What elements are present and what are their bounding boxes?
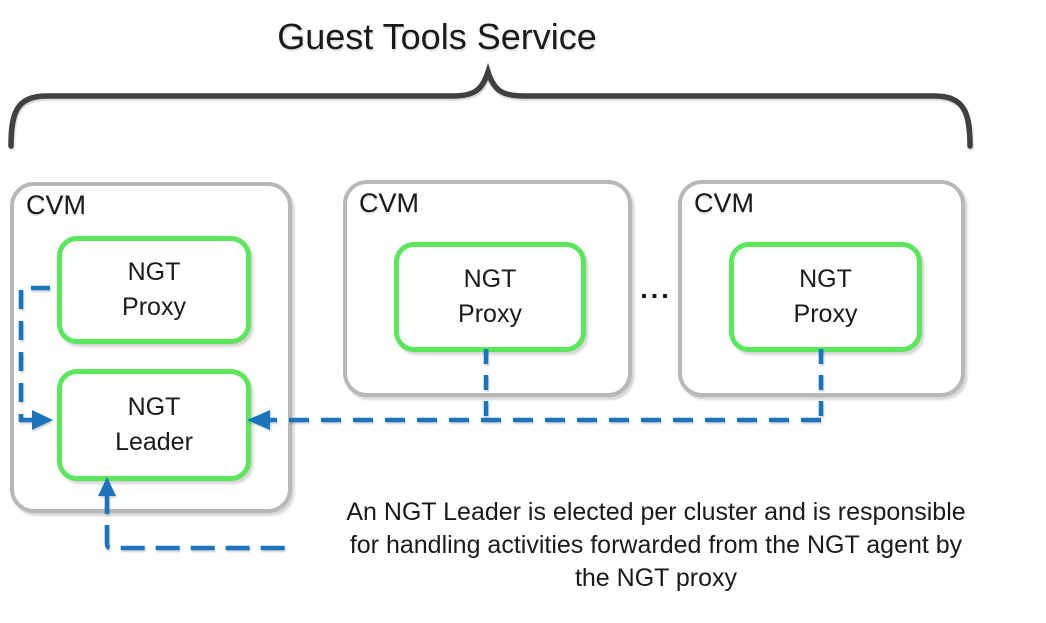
- ngt-proxy-box-3: NGT Proxy: [729, 242, 922, 352]
- ngt-proxy-3-label: NGT Proxy: [793, 264, 858, 329]
- ngt-proxy-1-label: NGT Proxy: [122, 257, 186, 322]
- ngt-leader-box: NGT Leader: [57, 369, 251, 481]
- diagram-title: Guest Tools Service: [277, 16, 597, 57]
- ngt-leader-label: NGT Leader: [115, 392, 193, 457]
- curly-brace: [8, 62, 973, 149]
- annotation-line-1: An NGT Leader is elected per cluster and…: [346, 498, 966, 526]
- annotation-line-3: the NGT proxy: [574, 564, 738, 592]
- cvm-1-label: CVM: [26, 190, 86, 220]
- annotation-text: An NGT Leader is elected per cluster and…: [280, 496, 1032, 595]
- cvm-2-label: CVM: [359, 188, 419, 218]
- annotation-line-2: for handling activities forwarded from t…: [349, 531, 963, 559]
- ngt-proxy-box-1: NGT Proxy: [57, 236, 251, 344]
- cvm-3-label: CVM: [694, 188, 754, 218]
- ngt-proxy-box-2: NGT Proxy: [394, 242, 586, 352]
- ngt-proxy-2-label: NGT Proxy: [458, 264, 522, 329]
- cvm-box-2: CVM NGT Proxy: [343, 180, 632, 397]
- cvm-box-3: CVM NGT Proxy: [678, 180, 965, 397]
- more-cvms-ellipsis: ...: [640, 274, 672, 304]
- cvm-box-1: CVM NGT Proxy NGT Leader: [10, 182, 292, 513]
